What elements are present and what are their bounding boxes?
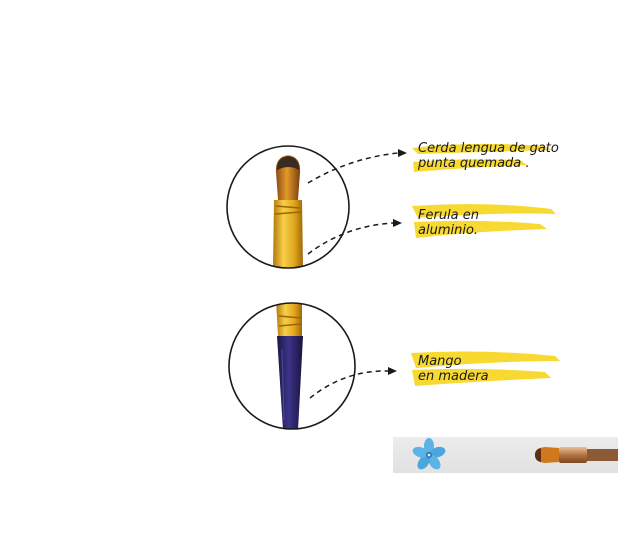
ferrule-bottom-crimp xyxy=(278,315,302,327)
burnt-tip xyxy=(277,156,299,170)
top-circle-outline xyxy=(226,145,350,269)
callout-handle: Mango en madera xyxy=(418,354,489,384)
highlight-handle-1 xyxy=(411,351,560,368)
arrow-ferrule xyxy=(307,222,394,255)
callout-bristle-line1: Cerda lengua de gato xyxy=(418,141,559,156)
ferrule-top xyxy=(273,200,303,268)
highlight-bristle-1 xyxy=(412,143,552,154)
ferrule-crimp xyxy=(274,205,302,215)
handle-detail-circle xyxy=(228,302,356,430)
callout-handle-line2: en madera xyxy=(418,369,489,384)
callout-ferrule-line1: Ferula en xyxy=(418,208,480,223)
navy-handle xyxy=(277,336,303,429)
bristle-detail-circle xyxy=(226,145,350,269)
callout-arrows xyxy=(307,152,399,399)
arrow-handle xyxy=(309,370,389,399)
ferrule-bottom xyxy=(276,303,302,336)
handle-sheen xyxy=(281,349,285,421)
callout-bristle: Cerda lengua de gato punta quemada . xyxy=(418,141,559,171)
product-thumbnail xyxy=(393,437,618,473)
flower-icon xyxy=(412,438,446,470)
highlight-handle-2 xyxy=(412,368,551,386)
bottom-circle-outline xyxy=(228,302,356,430)
thumbnail-svg xyxy=(412,438,618,470)
callout-handle-line1: Mango xyxy=(418,354,462,369)
arrowhead-handle xyxy=(388,367,397,375)
arrowhead-bristle xyxy=(398,149,407,157)
highlight-bristle-2 xyxy=(413,159,527,172)
arrowhead-ferrule xyxy=(393,219,402,227)
callout-ferrule-line2: aluminio. xyxy=(418,223,479,238)
highlight-ferrule-1 xyxy=(412,204,556,218)
arrow-bristle xyxy=(307,152,399,184)
arrow-heads xyxy=(388,149,407,375)
highlight-strokes xyxy=(411,143,560,386)
callout-ferrule: Ferula en aluminio. xyxy=(418,208,479,238)
brush-thumbnail-icon xyxy=(535,447,618,463)
highlight-ferrule-2 xyxy=(414,220,547,238)
callout-bristle-line2: punta quemada . xyxy=(418,156,530,171)
